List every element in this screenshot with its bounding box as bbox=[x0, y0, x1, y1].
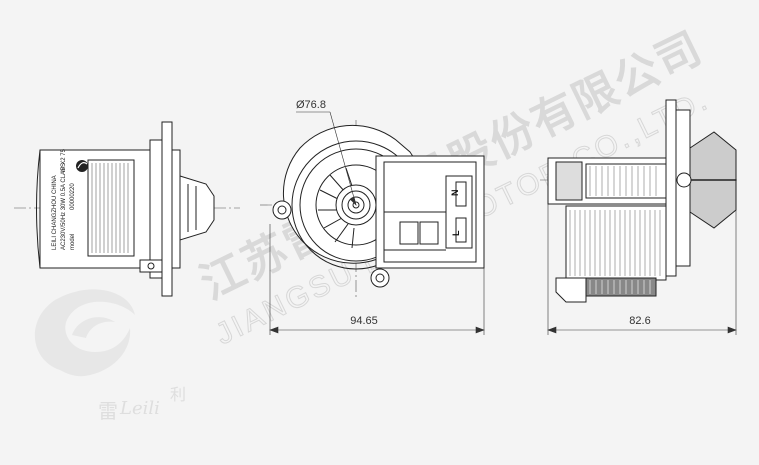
leili-logo-icon bbox=[34, 289, 135, 377]
leili-mark-icon bbox=[76, 160, 88, 172]
diameter-dimension: Ø76.8 bbox=[296, 99, 326, 111]
nameplate-model: model bbox=[70, 234, 76, 250]
side-width-value: 82.6 bbox=[629, 315, 650, 327]
nameplate-label: model 00000220 AC230V/50Hz 30W 0.5A CLAS… bbox=[52, 148, 76, 250]
logo-text-cn: 雷 bbox=[98, 399, 118, 423]
nameplate-ip: IP X2 75 bbox=[61, 148, 67, 172]
terminal-n-label: N bbox=[450, 190, 460, 197]
logo-text-cn2: 利 bbox=[170, 385, 186, 404]
front-width-value: 94.65 bbox=[350, 315, 378, 327]
front-width-dimension-line bbox=[269, 224, 485, 335]
nameplate-line2: LEILI CHANGZHOU CHINA bbox=[52, 175, 58, 250]
logo-text-en: Leili bbox=[119, 398, 160, 419]
motor-front-view bbox=[260, 120, 485, 300]
motor-section-view bbox=[540, 99, 740, 303]
diameter-leader bbox=[296, 111, 357, 206]
side-width-dimension-line bbox=[547, 204, 737, 335]
nameplate-line1: AC230V/50Hz 30W 0.5A CLASS bbox=[61, 163, 67, 250]
motor-side-view-left bbox=[14, 121, 240, 297]
terminal-l-label: L bbox=[451, 230, 461, 236]
nameplate-code: 00000220 bbox=[70, 183, 76, 210]
